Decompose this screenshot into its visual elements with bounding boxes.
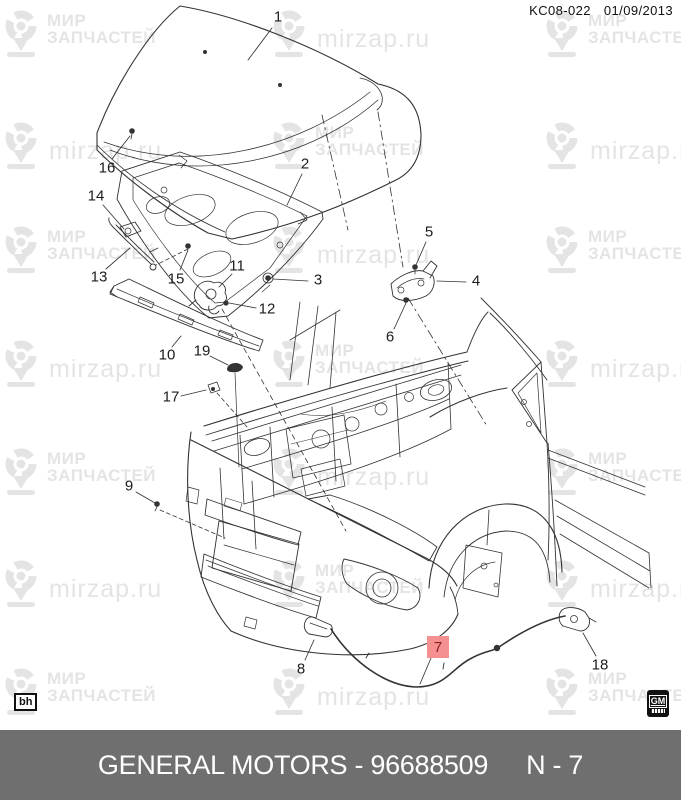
part-callout-1: 1: [273, 8, 283, 26]
part-callout-10: 10: [158, 346, 176, 364]
leader-line-6: [393, 302, 407, 330]
drawing-code: KC08-022 01/09/2013: [529, 3, 673, 18]
pin-gear-icon: [546, 122, 578, 169]
watermark-url: mirzap.ru: [270, 10, 430, 58]
pin-gear-icon: [546, 226, 578, 273]
watermark-url: mirzap.ru: [2, 340, 162, 388]
pin-gear-icon: [5, 560, 37, 607]
leader-line-18: [582, 632, 597, 657]
part-callout-19: 19: [193, 342, 211, 360]
part-callout-11: 11: [229, 257, 245, 275]
leader-line-8: [304, 639, 315, 661]
leader-line-17: [180, 389, 207, 397]
leader-line-14: [102, 204, 125, 230]
leader-line-12: [228, 302, 257, 309]
leader-line-1: [247, 27, 273, 61]
leader-line-16: [111, 135, 131, 160]
pin-gear-icon: [546, 448, 578, 495]
footer-bar: GENERAL MOTORS - 96688509 N - 7: [0, 730, 681, 800]
pin-gear-icon: [5, 448, 37, 495]
car-body-drawing: [185, 297, 652, 656]
watermark-url: mirzap.ru: [543, 560, 681, 608]
pin-gear-icon: [273, 340, 305, 387]
pin-gear-icon: [5, 10, 37, 57]
part-callout-12: 12: [258, 300, 276, 318]
part-callout-6: 6: [385, 328, 395, 346]
part-callout-18: 18: [591, 656, 609, 674]
prop-rod-drawing: [108, 217, 157, 271]
part-callout-4: 4: [471, 272, 481, 290]
insulator-pad-drawing: [116, 151, 324, 319]
watermark-url: mirzap.ru: [2, 560, 162, 608]
part-callout-17: 17: [162, 388, 180, 406]
part-callout-2: 2: [300, 155, 310, 173]
pin-gear-icon: [5, 340, 37, 387]
release-cable-drawing: [303, 607, 597, 688]
footer-page-ref: N - 7: [526, 749, 584, 780]
gm-logo-text: GM: [648, 694, 668, 708]
part-callout-13: 13: [90, 268, 108, 286]
pin-gear-icon: [273, 560, 305, 607]
pin-gear-icon: [546, 10, 578, 57]
pin-gear-icon: [273, 122, 305, 169]
part-callout-7: 7: [427, 636, 449, 658]
watermark-url: mirzap.ru: [270, 226, 430, 274]
bh-badge: bh: [14, 693, 38, 711]
leader-line-3: [272, 278, 309, 282]
leader-line-10: [171, 335, 182, 348]
part-callout-9: 9: [124, 477, 134, 495]
hood-hinge-drawing: [390, 260, 438, 303]
hood-panel-drawing: [96, 5, 422, 240]
construction-lines: [155, 111, 488, 539]
pin-gear-icon: [273, 668, 305, 715]
part-callout-15: 15: [167, 270, 185, 288]
leader-line-4: [436, 280, 467, 283]
part-callout-3: 3: [313, 271, 323, 289]
bh-badge-label: bh: [19, 696, 33, 708]
front-seal-bar-drawing: [109, 278, 264, 352]
pin-gear-icon: [5, 226, 37, 273]
fasteners-drawing: [129, 128, 274, 512]
gm-logo: GM: [647, 690, 669, 717]
hood-latch-drawing: [188, 280, 229, 315]
watermark-url: mirzap.ru: [543, 122, 681, 170]
part-callout-16: 16: [98, 159, 116, 177]
footer-part-number: GENERAL MOTORS - 96688509: [97, 749, 489, 780]
watermark-url: mirzap.ru: [543, 340, 681, 388]
leader-line-2: [286, 173, 303, 206]
drawing-code-date: 01/09/2013: [603, 3, 673, 18]
leader-line-19: [209, 355, 229, 366]
part-callout-14: 14: [87, 187, 105, 205]
leader-lines: [102, 27, 597, 685]
leader-line-9: [135, 491, 156, 504]
part-callout-8: 8: [296, 660, 306, 678]
pin-gear-icon: [546, 668, 578, 715]
pin-gear-icon: [273, 10, 305, 57]
watermark-url: mirzap.ru: [270, 668, 430, 716]
gm-logo-strip: [651, 708, 665, 713]
leader-line-13: [105, 247, 131, 270]
leader-line-5: [415, 241, 427, 266]
drawing-code-number: KC08-022: [529, 3, 591, 18]
leader-line-11: [218, 273, 233, 288]
part-callout-5: 5: [424, 223, 434, 241]
pin-gear-icon: [5, 122, 37, 169]
leader-line-15: [179, 249, 189, 271]
pin-gear-icon: [546, 340, 578, 387]
leader-line-7: [419, 657, 432, 685]
